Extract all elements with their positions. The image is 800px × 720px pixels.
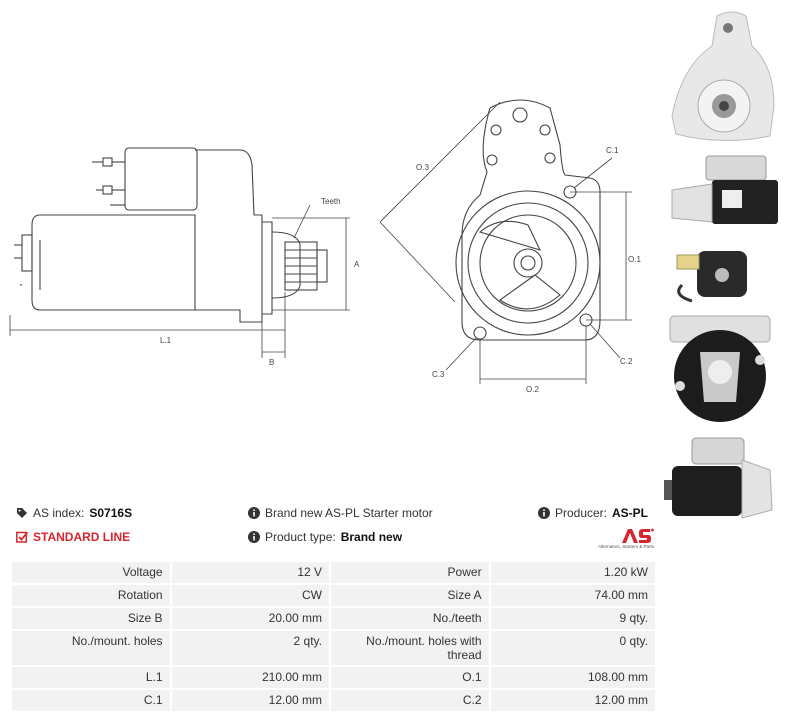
spec-label: Rotation — [12, 585, 170, 606]
spec-value: 12.00 mm — [171, 690, 329, 711]
table-row: Voltage 12 V Power 1.20 kW — [12, 562, 655, 583]
as-logo-mark — [622, 528, 654, 543]
info-icon — [537, 507, 550, 519]
product-type: Product type: Brand new — [248, 528, 402, 546]
spec-table: Voltage 12 V Power 1.20 kW Rotation CW S… — [10, 560, 657, 713]
as-pl-logo: Alternators, Starters & Parts — [582, 528, 654, 554]
table-row: Size B 20.00 mm No./teeth 9 qty. — [12, 608, 655, 629]
label-l1: L.1 — [160, 336, 172, 345]
label-o3: O.3 — [416, 163, 429, 172]
info-icon — [248, 507, 260, 519]
producer-value: AS-PL — [612, 506, 648, 520]
spec-label: C.1 — [12, 690, 170, 711]
motor-body-outline — [14, 214, 196, 311]
drive-housing-outline — [195, 149, 301, 323]
as-index-value: S0716S — [89, 506, 133, 520]
label-b: B — [269, 358, 274, 367]
pinion-outline — [284, 241, 328, 291]
spec-label: Size B — [12, 608, 170, 629]
label-c2: C.2 — [620, 357, 633, 366]
as-index: AS index: S0716S — [16, 504, 132, 522]
product-type-label: Product type: — [265, 530, 336, 544]
product-photo-solenoid — [676, 251, 747, 303]
side-dimension-lines — [9, 204, 350, 358]
check-square-icon — [16, 531, 28, 543]
product-description: Brand new AS-PL Starter motor — [248, 504, 433, 522]
label-c1: C.1 — [606, 146, 619, 155]
as-index-label: AS index: — [33, 506, 85, 520]
info-icon — [248, 531, 260, 543]
spec-label: No./mount. holes with thread — [331, 631, 489, 665]
spec-label: Power — [331, 562, 489, 583]
spec-value: 2 qty. — [171, 631, 329, 665]
spec-value: 0 qty. — [490, 631, 655, 665]
spec-label: C.2 — [331, 690, 489, 711]
spec-value: 210.00 mm — [171, 667, 329, 688]
spec-label: O.1 — [331, 667, 489, 688]
label-o2: O.2 — [526, 385, 539, 394]
spec-label: Voltage — [12, 562, 170, 583]
label-teeth: Teeth — [321, 197, 341, 206]
label-a: A — [354, 260, 360, 269]
solenoid-outline — [92, 147, 198, 211]
table-row: No./mount. holes 2 qty. No./mount. holes… — [12, 631, 655, 665]
description-text: Brand new AS-PL Starter motor — [265, 506, 433, 520]
end-view-flange — [455, 99, 601, 341]
table-row: C.1 12.00 mm C.2 12.00 mm — [12, 690, 655, 711]
spec-value: 1.20 kW — [490, 562, 655, 583]
product-info: AS index: S0716S Brand new AS-PL Starter… — [14, 504, 654, 554]
producer-label: Producer: — [554, 506, 607, 520]
spec-value: 12.00 mm — [490, 690, 655, 711]
logo-tagline: Alternators, Starters & Parts — [597, 544, 654, 549]
spec-value: 9 qty. — [490, 608, 655, 629]
spec-value: 12 V — [171, 562, 329, 583]
spec-label: L.1 — [12, 667, 170, 688]
spec-value: CW — [171, 585, 329, 606]
tag-icon — [17, 508, 27, 518]
spec-label: No./teeth — [331, 608, 489, 629]
product-photo-commutator-end — [669, 315, 771, 422]
spec-label: Size A — [331, 585, 489, 606]
spec-value: 20.00 mm — [171, 608, 329, 629]
technical-drawing: Teeth A B L.1 O.3 C.1 O.1 C.2 C.3 O.2 — [9, 99, 641, 394]
producer: Producer: AS-PL — [537, 504, 648, 522]
label-o1: O.1 — [628, 255, 641, 264]
table-row: L.1 210.00 mm O.1 108.00 mm — [12, 667, 655, 688]
label-c3: C.3 — [432, 370, 445, 379]
product-type-value: Brand new — [340, 530, 403, 544]
spec-value: 74.00 mm — [490, 585, 655, 606]
spec-table-body: Voltage 12 V Power 1.20 kW Rotation CW S… — [12, 562, 655, 711]
table-row: Rotation CW Size A 74.00 mm — [12, 585, 655, 606]
spec-label: No./mount. holes — [12, 631, 170, 665]
product-photo-drive-end — [671, 11, 775, 141]
product-photo-side-top — [671, 155, 778, 224]
spec-value: 108.00 mm — [490, 667, 655, 688]
standard-line-text: STANDARD LINE — [33, 530, 131, 544]
end-dimension-lines — [379, 101, 632, 384]
product-photos — [660, 0, 800, 530]
product-photo-side — [664, 437, 773, 519]
standard-line: STANDARD LINE — [16, 528, 130, 546]
